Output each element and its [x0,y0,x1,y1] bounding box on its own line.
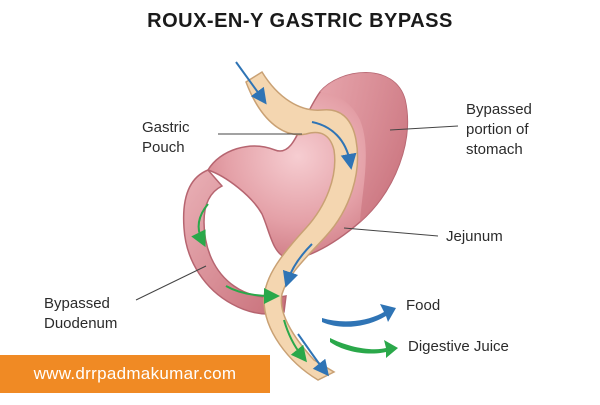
juice-flow-arrow-3 [283,319,307,363]
legend-food-arrow [322,304,396,327]
bypassed-stomach-leader [389,125,459,131]
jejunum-leader [343,227,439,237]
bypassed-duodenum-label: Bypassed Duodenum [44,294,117,334]
jejunum-label: Jejunum [446,228,503,245]
juice-flow-arrow-2 [225,285,280,304]
bypassed-duodenum-label-line2: Duodenum [44,315,118,332]
food-flow-arrow-1 [235,61,267,105]
legend-juice-arrow [330,338,398,358]
juice-flow-arrow-1 [191,203,209,248]
gastric-pouch-label: Gastric Pouch [142,118,190,158]
bypassed-stomach-label-line2: portion of [466,121,529,138]
food-flow-arrow-2 [311,121,357,170]
legend-digestive-juice-label: Digestive Juice [408,338,509,355]
food-flow-arrow-4 [297,333,329,377]
gastric-pouch-label-line1: Gastric [142,119,190,136]
bypassed-duodenum-leader [135,265,207,301]
legend-food-label: Food [406,297,441,314]
bypassed-duodenum-label-line1: Bypassed [44,295,110,312]
stomach-fundus-shape [320,72,408,222]
bypassed-stomach-label: Bypassed portion of stomach [466,100,532,160]
diagram-title: ROUX-EN-Y GASTRIC BYPASS [147,10,453,32]
bypassed-stomach-label-line3: stomach [466,141,523,158]
bypassed-stomach-label-line1: Bypassed [466,101,532,118]
gastric-pouch-label-line2: Pouch [142,139,185,156]
duodenum-shape [182,169,287,315]
website-banner[interactable]: www.drrpadmakumar.com [0,355,270,393]
food-flow-arrow-3 [282,243,313,288]
